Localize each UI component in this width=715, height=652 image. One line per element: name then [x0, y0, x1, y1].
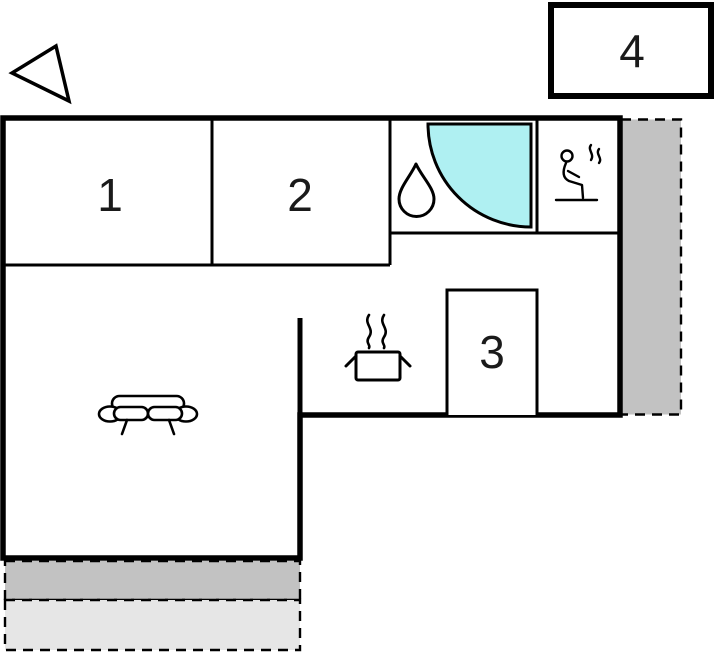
room4-label: 4 [619, 25, 645, 77]
shower-area [397, 122, 533, 229]
terrace-bottom-light [3, 598, 302, 652]
sofa-leg-right [167, 418, 176, 436]
shower-tray-icon [426, 122, 533, 229]
room3-label: 3 [479, 326, 505, 378]
sauna-person-icon [554, 143, 602, 202]
pot-handle-right [398, 354, 412, 368]
room2-label: 2 [287, 169, 313, 221]
room-labels: 1 2 3 4 [97, 25, 645, 378]
sofa-leg-left [120, 418, 129, 436]
terrace-right [619, 118, 683, 416]
sofa-icon [97, 394, 199, 436]
pot-steam-2 [381, 313, 387, 350]
room1-label: 1 [97, 169, 123, 221]
sauna-person-arm [566, 169, 581, 179]
pot-body [354, 350, 402, 382]
terrace-bottom-dark [3, 559, 302, 602]
terraces [3, 118, 683, 652]
pot-steam-1 [366, 313, 372, 350]
direction-triangle-icon [8, 43, 72, 105]
room3-walls [445, 288, 539, 415]
outer-walls [0, 115, 623, 561]
water-drop-icon [397, 162, 436, 218]
cooking-pot-icon [344, 313, 412, 382]
sauna-steam-2 [596, 147, 602, 165]
room4-box [548, 2, 714, 99]
sauna-steam-1 [588, 143, 594, 162]
interior-walls [3, 118, 620, 415]
sauna-person-head [560, 149, 574, 163]
sofa-cushion-left [112, 405, 150, 422]
pot-handle-left [344, 354, 358, 368]
sauna-person-body [562, 161, 585, 200]
sofa-cushion-right [146, 405, 184, 422]
room4-walls [548, 2, 714, 99]
